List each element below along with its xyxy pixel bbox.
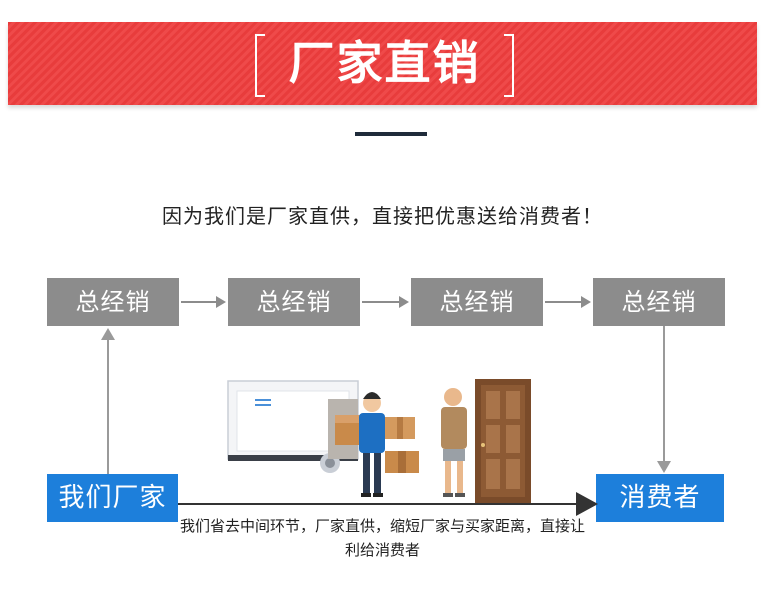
delivery-illustration [227, 379, 531, 503]
down-arrow-icon [657, 461, 671, 473]
distributor-box-3: 总经销 [411, 278, 543, 326]
factory-box: 我们厂家 [47, 474, 178, 522]
flow-arrow-3 [545, 296, 591, 308]
flow-arrow-2 [362, 296, 409, 308]
distributor-box-1: 总经销 [47, 278, 179, 326]
delivery-truck-icon [227, 380, 359, 473]
direct-flow-line [178, 503, 586, 505]
consumer-down-line [663, 326, 665, 462]
package-icon [335, 415, 419, 473]
door-icon [475, 379, 531, 503]
up-arrow-icon [101, 328, 115, 340]
factory-up-line [107, 338, 109, 474]
intro-text: 因为我们是厂家直供，直接把优惠送给消费者！ [162, 204, 603, 228]
courier-icon [359, 392, 385, 497]
distributor-box-2: 总经销 [228, 278, 360, 326]
direct-flow-arrow-icon [576, 492, 598, 516]
flow-arrow-1 [181, 296, 226, 308]
left-bracket [255, 34, 265, 97]
banner-title: 厂家直销 [288, 36, 481, 90]
distributor-box-4: 总经销 [593, 278, 725, 326]
customer-icon [441, 388, 467, 497]
title-underline [355, 132, 427, 136]
direct-supply-note: 我们省去中间环节，厂家直供，缩短厂家与买家距离，直接让利给消费者 [180, 517, 586, 559]
consumer-box: 消费者 [596, 474, 724, 522]
title-banner: 厂家直销 [8, 22, 757, 105]
right-bracket [504, 34, 514, 97]
